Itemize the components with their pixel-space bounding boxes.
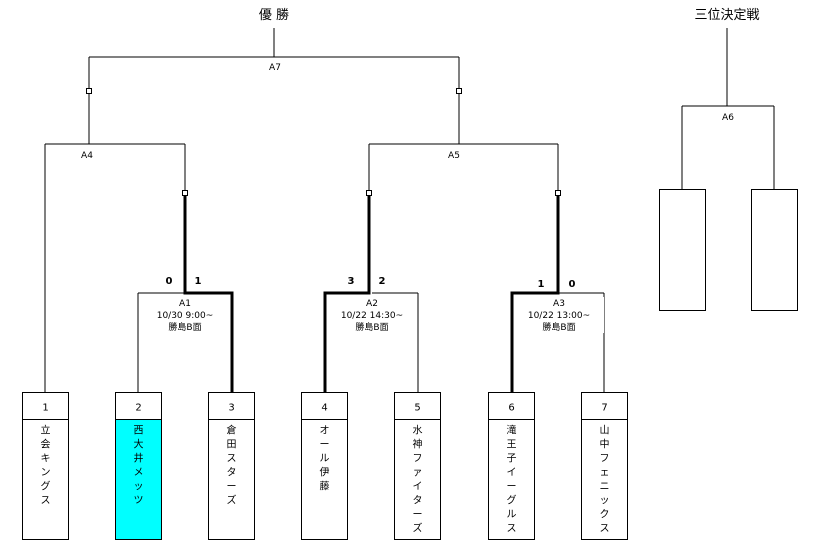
team-4: 4 オール伊藤 [301, 392, 348, 540]
team-number: 3 [228, 403, 234, 414]
team-number: 2 [135, 403, 141, 414]
team-name-box [115, 419, 162, 540]
match-A4-label: A4 [81, 151, 93, 161]
team-name-box [488, 419, 535, 540]
match-A1-score-left: 0 [166, 276, 173, 287]
match-A3-score-left: 1 [538, 279, 545, 290]
team-name-box [208, 419, 255, 540]
match-A3-datetime: 10/22 13:00~ [528, 311, 590, 321]
team-number-box [394, 392, 441, 420]
team-name: 立会キングス [41, 424, 51, 507]
match-A2-datetime: 10/22 14:30~ [341, 311, 403, 321]
team-name: オール伊藤 [320, 425, 330, 493]
third-place-slot-right [751, 189, 798, 311]
team-boxes: 1 立会キングス 2 西大井メッツ 3 倉田スターズ 4 オール伊藤 5 水神ファイターズ 6 滝王子… [22, 392, 628, 540]
team-2: 2 西大井メッツ [115, 392, 162, 540]
team-number-box [301, 392, 348, 420]
match-A1: 0 1 A1 10/30 9:00~ 勝島B面 [143, 276, 229, 333]
third-place-slots [659, 189, 798, 311]
team-name-box [22, 419, 69, 540]
team-number: 4 [321, 403, 327, 414]
team-number-box [22, 392, 69, 420]
team-name: 水神ファイターズ [413, 425, 423, 535]
team-name-box [394, 419, 441, 540]
match-A1-venue: 勝島B面 [168, 321, 201, 333]
match-A7-label: A7 [269, 63, 281, 73]
winner-lines [183, 196, 560, 393]
team-number: 1 [42, 403, 48, 414]
match-A1-label: A1 [179, 299, 191, 309]
team-name: 倉田スターズ [227, 424, 237, 507]
team-name: 山中フェニックス [600, 425, 610, 535]
match-A1-datetime: 10/30 9:00~ [157, 311, 214, 321]
match-A4: A4 [81, 151, 93, 161]
third-place-title: 三位決定戦 [694, 8, 759, 23]
match-A2-venue: 勝島B面 [355, 321, 388, 333]
connector-squares [86, 88, 561, 196]
match-A2-score-left: 3 [348, 276, 355, 287]
match-A6: A6 [722, 113, 734, 123]
team-6: 6 滝王子イーグルス [488, 392, 535, 540]
team-number: 5 [414, 403, 420, 414]
team-number-box [488, 392, 535, 420]
match-A3-label: A3 [553, 299, 565, 309]
team-number: 6 [508, 403, 514, 414]
match-A6-label: A6 [722, 113, 734, 123]
match-A5-label: A5 [448, 151, 460, 161]
team-5: 5 水神ファイターズ [394, 392, 441, 540]
match-A5: A5 [448, 151, 460, 161]
third-place-slot-left [659, 189, 706, 311]
team-1: 1 立会キングス [22, 392, 69, 540]
team-name: 西大井メッツ [134, 426, 144, 507]
match-A2: 3 2 A2 10/22 14:30~ 勝島B面 [327, 276, 417, 333]
team-number: 7 [601, 403, 607, 414]
team-3: 3 倉田スターズ [208, 392, 255, 540]
match-A2-label: A2 [366, 299, 378, 309]
match-A1-score-right: 1 [195, 276, 202, 287]
match-A3-venue: 勝島B面 [542, 321, 575, 333]
team-name: 滝王子イーグルス [507, 425, 517, 535]
match-A3: 1 0 A3 10/22 13:00~ 勝島B面 [514, 279, 604, 333]
team-name-box [581, 419, 628, 540]
match-A3-score-right: 0 [569, 279, 576, 290]
bracket-lines [44, 28, 775, 393]
team-7: 7 山中フェニックス [581, 392, 628, 540]
team-name-box [301, 419, 348, 540]
match-A7: A7 [266, 61, 284, 73]
final-title: 優 勝 [259, 8, 289, 23]
match-A2-score-right: 2 [379, 276, 386, 287]
